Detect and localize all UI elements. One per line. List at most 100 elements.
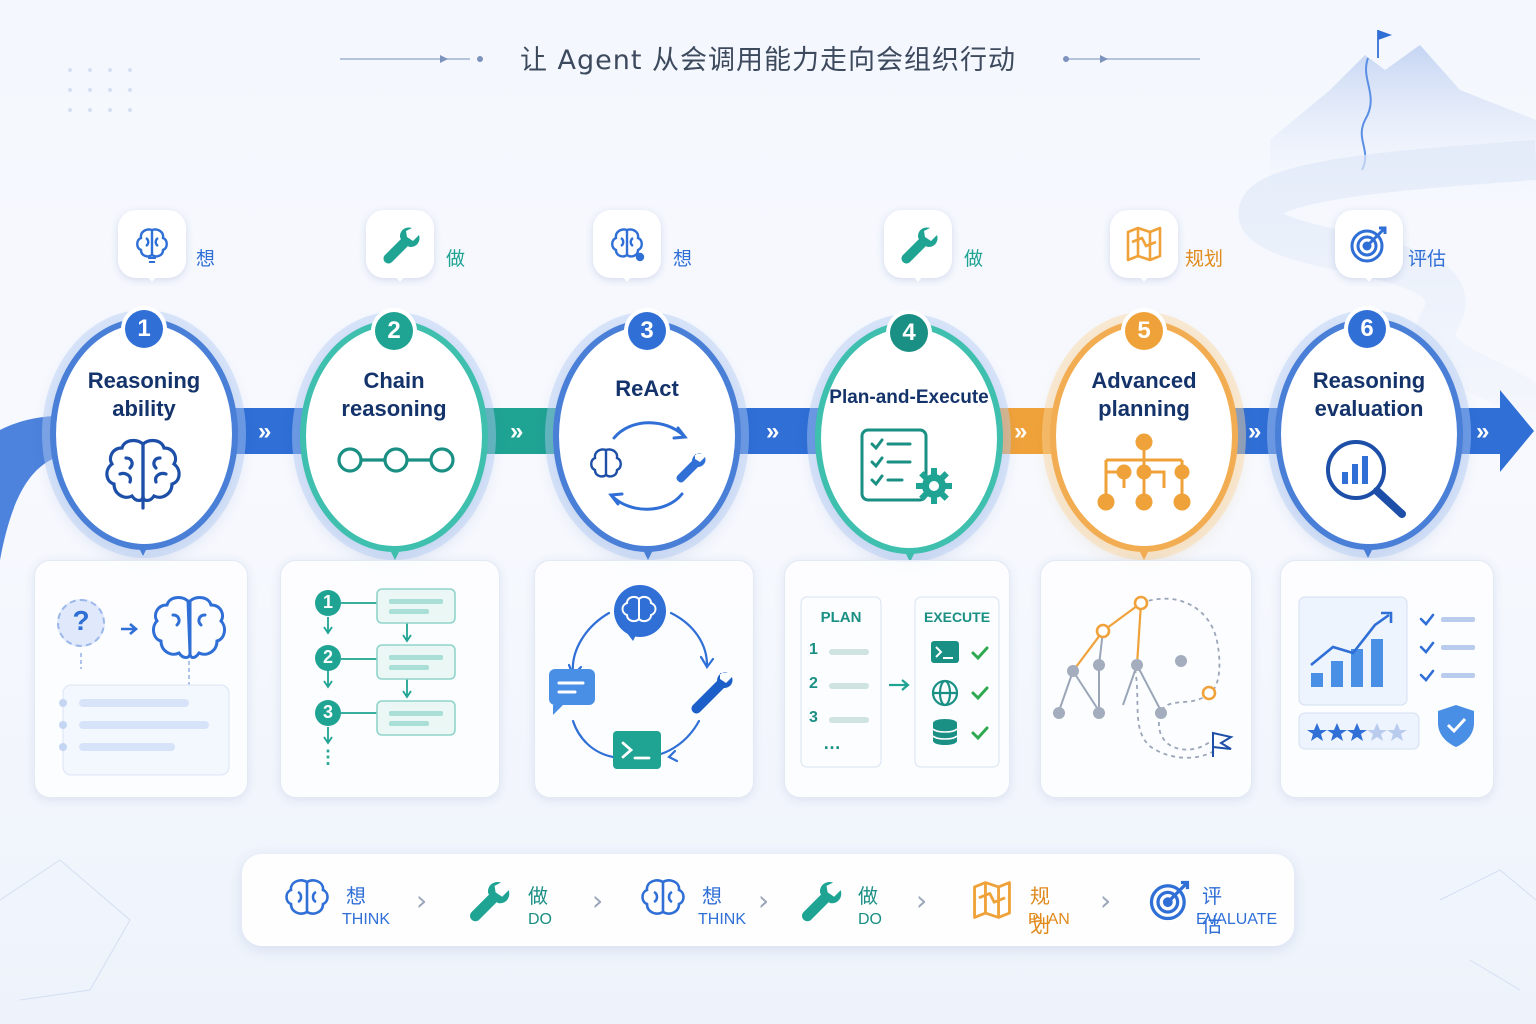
target-icon [1149,880,1190,921]
card-6-diagram [1298,596,1475,750]
stage-3-title-line1: ReAct [615,376,679,401]
stage-2-bubble [366,210,434,282]
map-icon [1126,226,1162,262]
stage-5-bubble [1110,210,1178,282]
card-1-diagram [59,596,230,776]
stage-4-circle [815,322,1003,554]
flow-item-zh: 评估 [1202,884,1222,937]
chain-icon [337,447,455,473]
plan-more: … [823,733,841,753]
stage-1-bubble [118,210,186,282]
plan-step-3: 3 [809,709,818,726]
stage-3-bubble [593,210,661,282]
stage-2-number: 2 [375,312,413,350]
stage-6-bubble [1335,210,1403,282]
page-title: 让 Agent 从会调用能力走向会组织行动 [519,45,1017,76]
stage-1-number: 1 [125,310,163,348]
bottom-flow-bar: 想 THINK › 做 DO › 想 THINK › 做 DO › 规划 P [242,854,1294,946]
stage-3-number: 3 [628,312,666,350]
flow-arrow-3: » [766,418,780,445]
map-icon [973,881,1011,919]
stage-3-bubble-label: 想 [673,248,693,270]
more-steps: ⋮ [319,747,337,767]
stage-1-title-line1: Reasoning [87,368,201,393]
stage-1-card: ? [34,560,248,798]
stage-5-title-line1: Advanced [1091,368,1197,393]
flow-item-zh: 做 [528,884,548,908]
stage-4-card: PLAN EXECUTE 1 2 3 … [784,560,1010,798]
flow-item-en: PLAN [1028,911,1070,928]
stage-5-card [1040,560,1252,798]
magnifier-chart-icon [1326,440,1406,518]
checklist-gear-icon [860,428,952,504]
stage-1-bubble-label: 想 [196,248,216,270]
brain-icon [152,596,226,659]
target-icon [1350,226,1387,263]
plan-step-1: 1 [809,641,818,658]
wrench-icon [802,881,842,922]
stage-6-number: 6 [1348,310,1386,348]
flow-separator: › [1100,884,1112,917]
stage-4-bubble-label: 做 [964,248,984,270]
wrench-icon [383,227,420,264]
cycle-icon [590,421,706,511]
stage-6-title-line2: evaluation [1314,396,1424,421]
flow-arrow-1: » [258,418,272,445]
brain-icon [641,879,685,915]
wrench-icon [470,881,510,922]
flow-item-zh: 想 [346,884,366,908]
step-number-3: 3 [322,702,333,722]
flow-item-zh: 想 [702,884,722,908]
brain-icon [105,438,181,510]
stage-2-bubble-label: 做 [446,248,466,270]
question-badge [57,599,105,647]
stage-5-title-line2: planning [1098,396,1190,421]
stage-6-title-line1: Reasoning [1312,368,1426,393]
stage-4-title-line1: Plan-and-Execute [829,387,989,408]
plan-label: PLAN [820,609,862,626]
stage-1-title-line2: ability [112,396,176,421]
flow-item-en: EVALUATE [1196,911,1278,928]
wrench-icon [901,227,938,264]
flow-item-en: DO [858,911,882,928]
flow-arrow-2: » [510,418,524,445]
stage-6-circle [1275,318,1463,550]
stage-6-bubble-label: 评估 [1408,248,1447,270]
flow-item-zh: 做 [858,884,878,908]
stage-5-number: 5 [1125,312,1163,350]
step-number-2: 2 [322,647,333,667]
stage-4-bubble [884,210,952,282]
stage-2-title-line2: reasoning [341,396,447,421]
brain-icon [136,228,168,263]
flow-separator: › [758,884,770,917]
connector-pointers [138,546,1373,562]
execute-label: EXECUTE [923,609,991,625]
card-5-diagram [1053,595,1234,759]
flow-separator: › [592,884,604,917]
stage-6-card [1280,560,1494,798]
tree-icon [1097,433,1191,511]
card-4-diagram [800,596,1000,768]
flow-separator: › [416,884,428,917]
plan-step-2: 2 [809,675,818,692]
card-2-diagram [315,588,456,745]
step-number-1: 1 [322,592,333,612]
stage-3-circle [553,320,741,552]
flow-item-en: THINK [342,911,390,928]
card-3-diagram [549,585,733,769]
flow-arrow-4: » [1014,418,1028,445]
brain-icon [285,879,329,915]
stage-4-number: 4 [890,314,928,352]
stage-3-card [534,560,754,798]
brain-icon [611,228,645,262]
flow-item-zh: 规划 [1030,884,1050,937]
flow-item-en: DO [528,911,552,928]
brain-icon [621,595,657,623]
flow-arrow-6: » [1476,418,1490,445]
stage-2-circle [300,320,488,552]
flow-item-en: THINK [698,911,746,928]
stage-5-bubble-label: 规划 [1185,248,1224,270]
question-mark: ? [72,605,90,636]
flow-arrow-5: » [1248,418,1262,445]
stage-2-card: 1 2 3 ⋮ [280,560,500,798]
